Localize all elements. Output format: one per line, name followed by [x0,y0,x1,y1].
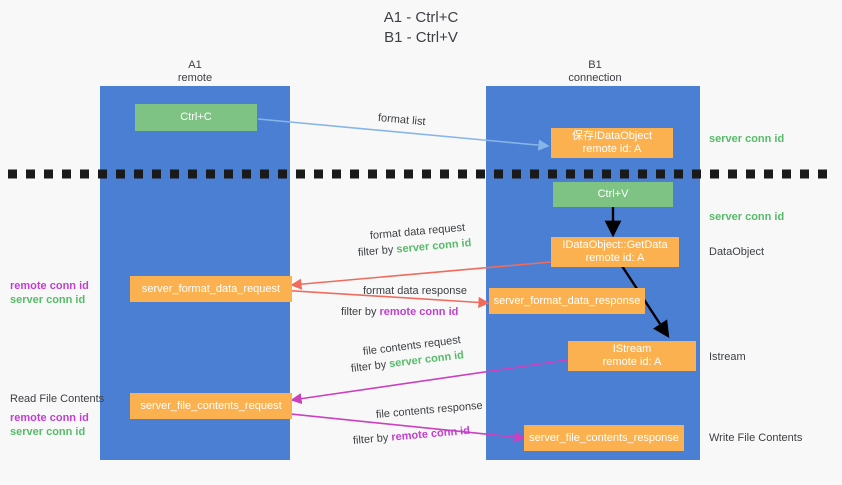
box-idataobject-getdata-line-1: IDataObject::GetData [562,239,668,251]
left-label-server-conn-id-1: server conn id [10,294,86,306]
flow-label-file-contents-response-filter: filter by remote conn id [352,424,470,448]
title-line-1: A1 - Ctrl+C [383,9,459,26]
box-server-format-data-response-label: server_format_data_response [493,294,641,307]
filter-prefix: filter by [350,358,390,375]
left-label-server-conn-id-2: server conn id [10,426,86,438]
right-label-istream: Istream [709,351,746,363]
filter-key-remote-conn-id: remote conn id [390,424,471,444]
right-label-write-file-contents: Write File Contents [709,432,803,444]
filter-prefix: filter by [341,306,380,318]
column-header-b1: B1 connection [515,59,675,85]
left-label-remote-conn-id-2: remote conn id [10,412,89,424]
box-server-format-data-request[interactable]: server_format_data_request [130,276,292,302]
column-a1-name: A1 [188,59,202,71]
filter-key-server-conn-id: server conn id [395,237,472,256]
box-server-file-contents-request[interactable]: server_file_contents_request [130,393,292,419]
box-save-idataobject-line-1: 保存IDataObject [571,130,653,142]
filter-key-remote-conn-id: remote conn id [379,306,459,318]
flow-label-format-data-response-filter: filter by remote conn id [341,305,458,319]
page-title: A1 - Ctrl+C B1 - Ctrl+V [0,8,842,48]
box-idataobject-getdata[interactable]: IDataObject::GetData remote id: A [551,237,679,267]
left-label-read-file-contents: Read File Contents [10,393,105,405]
box-server-format-data-request-label: server_format_data_request [141,282,281,295]
box-save-idataobject[interactable]: 保存IDataObject remote id: A [551,128,673,158]
flow-label-file-contents-response: file contents response [375,399,484,421]
box-ctrl-v-label: Ctrl+V [597,188,629,200]
box-save-idataobject-line-2: remote id: A [582,143,642,155]
box-server-file-contents-request-label: server_file_contents_request [140,399,282,412]
flow-label-format-list: format list [377,112,427,129]
box-server-file-contents-response[interactable]: server_file_contents_response [524,425,684,451]
box-ctrl-c-label: Ctrl+C [180,111,212,123]
column-a1-sub: remote [177,72,213,84]
right-label-server-conn-id-2: server conn id [709,211,785,223]
filter-prefix: filter by [352,431,392,447]
box-ctrl-c[interactable]: Ctrl+C [135,104,257,131]
box-istream[interactable]: IStream remote id: A [568,341,696,371]
right-label-server-conn-id-1: server conn id [709,133,785,145]
box-server-file-contents-response-label: server_file_contents_response [529,431,679,444]
box-idataobject-getdata-line-2: remote id: A [585,252,645,264]
flow-label-format-data-response: format data response [363,285,467,297]
box-ctrl-v[interactable]: Ctrl+V [553,182,673,207]
left-label-remote-conn-id-1: remote conn id [10,280,89,292]
column-b1-sub: connection [568,72,622,84]
column-header-a1: A1 remote [115,59,275,85]
column-b1-name: B1 [588,59,602,71]
filter-prefix: filter by [357,243,397,259]
right-label-dataobject: DataObject [709,246,765,258]
box-istream-line-1: IStream [612,343,652,355]
box-server-format-data-response[interactable]: server_format_data_response [489,288,645,314]
title-line-2: B1 - Ctrl+V [384,29,458,46]
box-istream-line-2: remote id: A [602,356,662,368]
